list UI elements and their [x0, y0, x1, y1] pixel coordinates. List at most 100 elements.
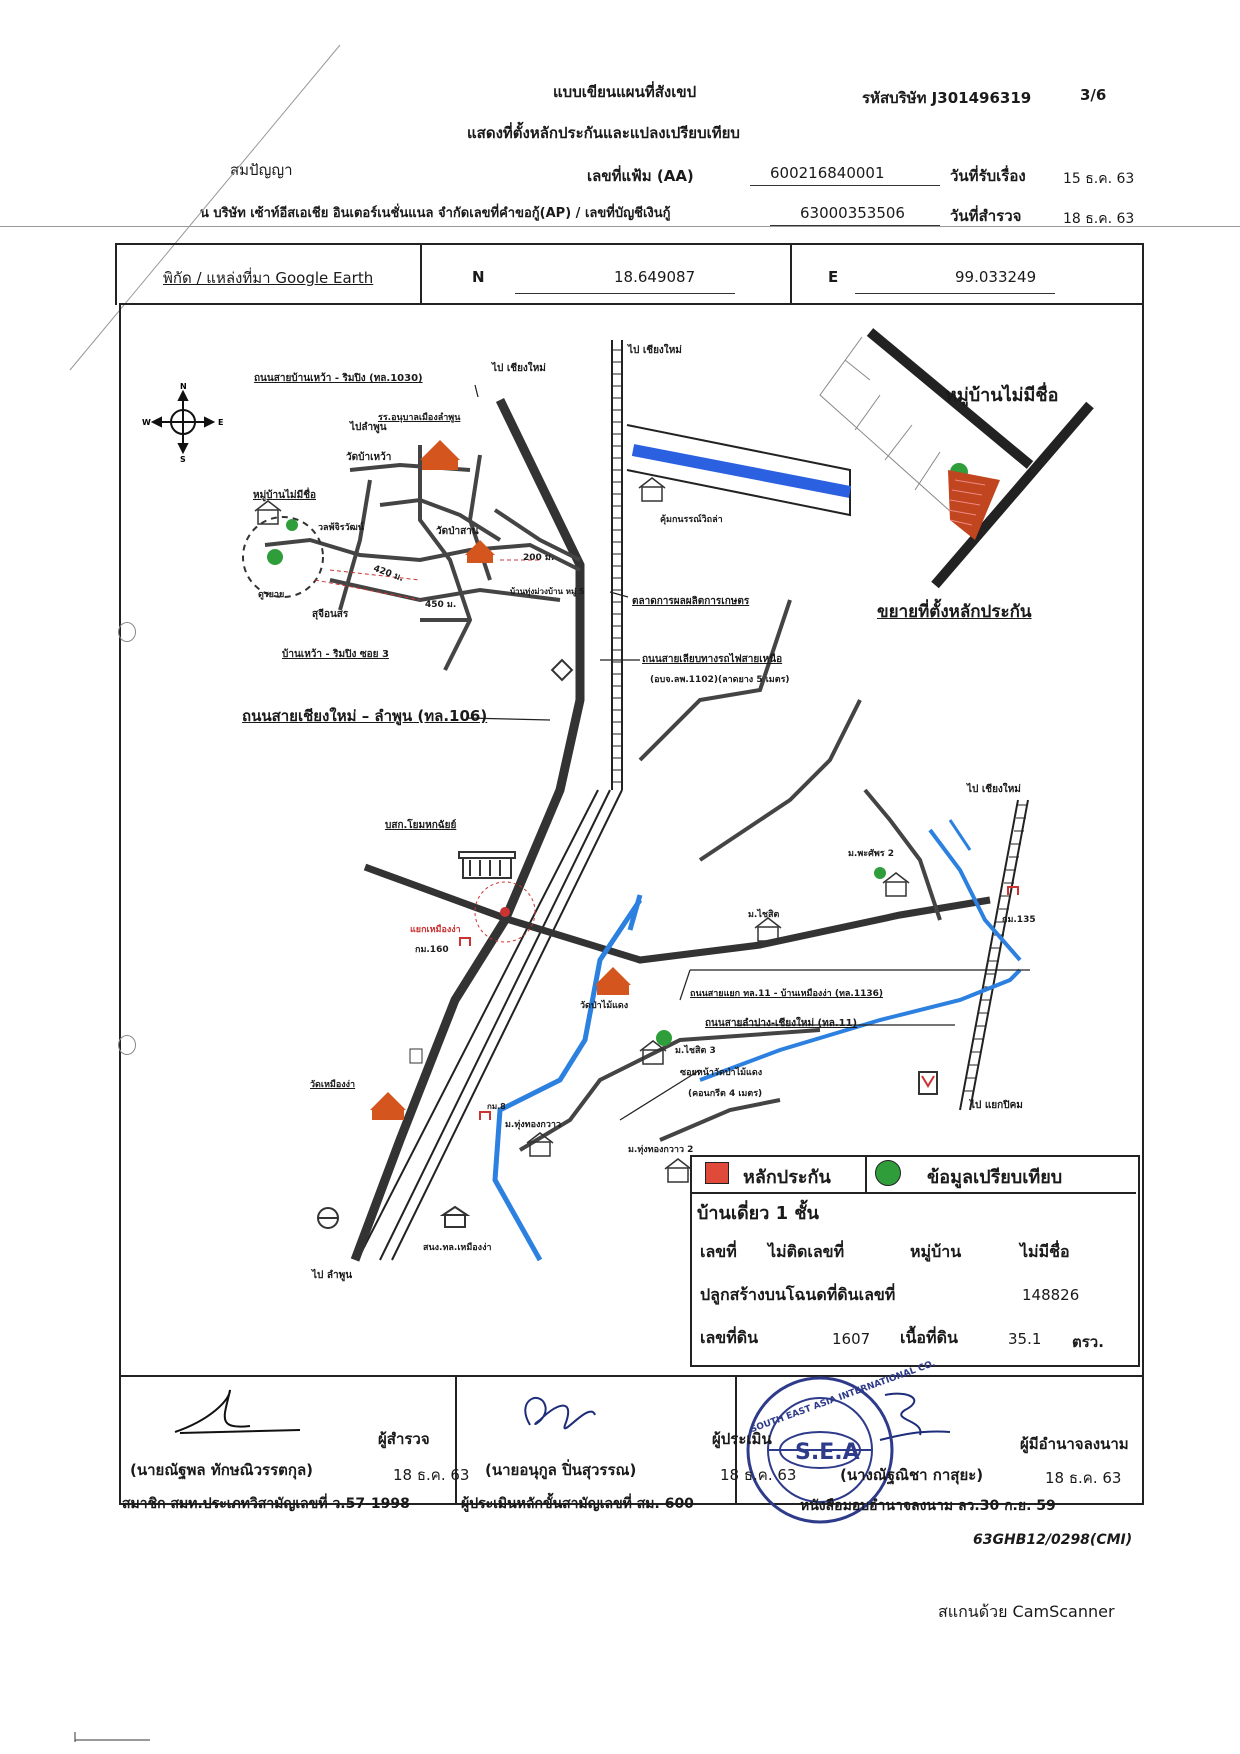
- label-road-11: ถนนสายลำปาง-เชียงใหม่ (ทล.11): [705, 1018, 858, 1029]
- authorized-ref: หนังสือมอบอำนาจลงนาม ลว.30 ก.ย. 59: [800, 1498, 1056, 1514]
- label-m-chaisit3: ม.ไชสิต 3: [675, 1046, 716, 1056]
- label-wat-ban-waen: วัดบ้าเหว้า: [346, 452, 392, 463]
- label-km160: กม.160: [415, 945, 449, 955]
- km-post-icon: [459, 886, 1019, 1120]
- canal: [626, 424, 852, 517]
- property-area-label: เนื้อที่ดิน: [900, 1328, 958, 1347]
- authorized-name: (นางณัฐณิชา กาสุยะ): [840, 1466, 984, 1484]
- doc-subtitle: แสดงที่ตั้งหลักประกันและแปลงเปรียบเทียบ: [467, 124, 740, 142]
- appraiser-date: 18 ธ.ค. 63: [720, 1466, 797, 1484]
- company-code: รหัสบริษัท J301496319: [862, 89, 1032, 107]
- label-ag-market: ตลาดการผลผลิตการเกษตร: [632, 596, 750, 607]
- account-value: 63000353506: [800, 204, 905, 222]
- scanner-footer: สแกนด้วย CamScanner: [938, 1602, 1115, 1621]
- property-area-unit: ตรว.: [1072, 1333, 1104, 1351]
- page-number: 3/6: [1080, 86, 1107, 104]
- label-d450: 450 ม.: [425, 600, 457, 610]
- railway-lower: [379, 789, 623, 1261]
- fuel-station-icon: [317, 1207, 339, 1229]
- surveyor-date: 18 ธ.ค. 63: [393, 1466, 470, 1484]
- surveyor-name: (นายณัฐพล ทักษณิวรรตกุล): [130, 1461, 313, 1479]
- label-intersection: แยกเหมืองง่า: [410, 925, 461, 935]
- file-no-label: เลขที่แฟ้ม (AA): [587, 167, 694, 185]
- landmark-icon: [550, 658, 574, 682]
- label-village-no5: บ้านทุ่งม่วงบ้าน หมู่ 5: [510, 587, 585, 596]
- map-frame: [119, 303, 1144, 1377]
- inset-map: [819, 328, 1094, 589]
- property-deed-label: ปลูกสร้างบนโฉนดที่ดินเลขที่: [700, 1285, 896, 1304]
- binder-hole-icon: [118, 622, 136, 642]
- label-to-chiangmai-1: ไป เชียงใหม่: [492, 363, 546, 374]
- coord-box: [115, 243, 1144, 305]
- label-wat-pa-mai-daeng: วัดป่าไม้แดง: [580, 1001, 629, 1011]
- temple-icon: [370, 440, 631, 1120]
- label-concrete: (คอนกรีต 4 เมตร): [688, 1089, 763, 1099]
- label-wat-pa-san: วัดป่าสาน: [436, 526, 479, 537]
- label-cemetery: สุจีอนสร: [312, 609, 349, 620]
- company-line: น บริษัท เซ้าท์อีสเอเชีย อินเตอร์เนชั่นแ…: [200, 206, 671, 221]
- government-icon: [439, 1205, 471, 1228]
- coord-n-label: N: [472, 268, 485, 286]
- property-area-value: 35.1: [1008, 1330, 1042, 1348]
- road-1136: [363, 863, 991, 964]
- contract-label: สมปัญญา: [230, 161, 293, 179]
- property-no-label: เลขที่: [700, 1242, 737, 1261]
- label-kumphan: คุ้มกนรรณ์วิถล่า: [660, 515, 723, 525]
- svg-text:N: N: [180, 382, 187, 391]
- label-m-thung-thong2: ม.ทุ่งทองกวาว 2: [628, 1145, 694, 1155]
- legend-compare-label: ข้อมูลเปรียบเทียบ: [927, 1167, 1063, 1188]
- property-type: บ้านเดี่ยว 1 ชั้น: [697, 1203, 819, 1224]
- label-d200: 200 ม.: [523, 553, 555, 563]
- label-village-noname-left: หมู่บ้านไม่มีชื่อ: [253, 490, 316, 501]
- property-land-no-value: 1607: [832, 1330, 871, 1348]
- label-m-thung-thong: ม.ทุ่งทองกวาว: [505, 1120, 562, 1130]
- coord-source: พิกัด / แหล่งที่มา Google Earth: [163, 269, 374, 287]
- sign-icon: [918, 1071, 938, 1095]
- label-inset-village: หมู่บ้านไม่มีชื่อ: [945, 385, 1059, 406]
- label-m-chaisit: ม.ไชสิต: [748, 910, 780, 920]
- bank-icon: [458, 851, 516, 879]
- appraiser-member: ผู้ประเมินหลักขั้นสามัญเลขที่ สม. 600: [461, 1496, 694, 1512]
- label-bank: บสก.โยมหกฉัยย์: [385, 820, 457, 831]
- label-wat-jirawat: วลพ้จิรวัฒน์: [318, 523, 364, 533]
- label-m-phakaew: ม.พะศัพร 2: [848, 849, 894, 859]
- main-road-106: [350, 398, 585, 1262]
- coord-n-value: 18.649087: [614, 268, 696, 286]
- label-ban-waen-rimping: บ้านเหว้า - ริมปิง ซอย 3: [282, 649, 389, 660]
- collateral-swatch: [705, 1162, 729, 1184]
- river-3: [699, 968, 1022, 1082]
- store-icon: [409, 1048, 423, 1064]
- appraiser-role: ผู้ประเมิน: [712, 1430, 772, 1448]
- coord-e-value: 99.033249: [955, 268, 1037, 286]
- property-village-label: หมู่บ้าน: [910, 1242, 962, 1261]
- label-to-chiangmai-right: ไป เชียงใหม่: [967, 784, 1021, 795]
- label-km8: กม.8: [487, 1102, 506, 1111]
- label-km135: กม.135: [1002, 915, 1036, 925]
- label-rail-road: ถนนสายเลียบทางรถไฟสายเหนือ: [642, 654, 783, 665]
- surveyor-role: ผู้สำรวจ: [378, 1430, 430, 1448]
- file-no-value: 600216840001: [770, 164, 885, 182]
- label-road-1136: ถนนสายแยก ทล.11 - บ้านเหมืองง่า (ทล.1136…: [690, 989, 884, 999]
- property-deed-value: 148826: [1022, 1286, 1080, 1304]
- label-road-1030: ถนนสายบ้านเหว้า - ริมปิง (ทล.1030): [254, 373, 423, 384]
- binder-hole-icon: [118, 1035, 136, 1055]
- label-to-yaek-pichit: ไป แยกปิคม: [970, 1100, 1023, 1111]
- compass-icon: [150, 389, 216, 455]
- label-to-lamphun: ไป ลำพูน: [312, 1270, 353, 1281]
- appraiser-name: (นายอนุกูล ปิ่นสุวรรณ): [485, 1461, 637, 1479]
- received-value: 15 ธ.ค. 63: [1063, 171, 1135, 187]
- property-box: [690, 1155, 1140, 1367]
- label-inset-caption: ขยายที่ตั้งหลักประกัน: [877, 602, 1032, 622]
- legend-collateral-label: หลักประกัน: [743, 1167, 831, 1188]
- surveyor-member: สมาชิก สมท.ประเภทวิสามัญเลขที่ ว.57-1998: [122, 1496, 410, 1512]
- river-4: [928, 828, 1022, 962]
- label-police: สนง.ทล.เหมืองง่า: [423, 1243, 492, 1253]
- stamp-center: S.E.A: [795, 1440, 860, 1465]
- received-label: วันที่รับเรื่อง: [950, 167, 1026, 185]
- authorized-date: 18 ธ.ค. 63: [1045, 1469, 1122, 1487]
- railway-upper: [611, 340, 623, 790]
- river-1: [492, 898, 643, 1262]
